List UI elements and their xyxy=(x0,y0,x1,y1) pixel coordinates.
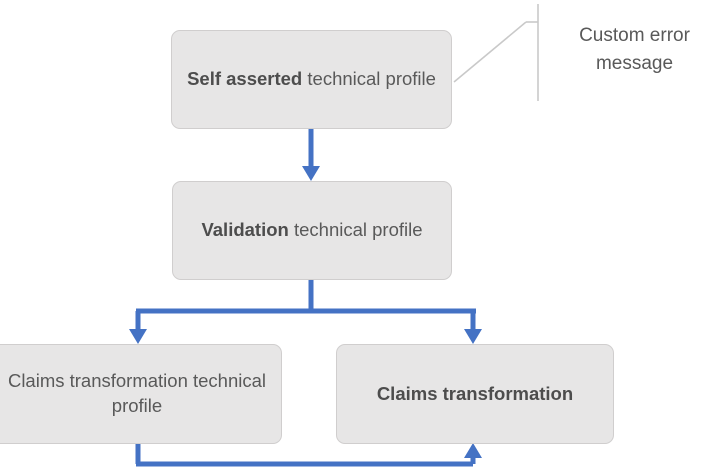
node-validation-technical-profile[interactable]: Validation technical profile xyxy=(172,181,452,280)
callout-line-2: message xyxy=(595,52,674,74)
node-label-rest: technical profile xyxy=(288,219,423,241)
callout-custom-error-message: Custom error message xyxy=(552,22,717,77)
edge-validation-fork xyxy=(129,280,482,344)
node-claims-transformation-technical-profile[interactable]: Claims transformation technical profile xyxy=(0,344,282,444)
node-label: Self asserted technical profile xyxy=(186,67,437,92)
callout-line-1: Custom error xyxy=(579,25,690,46)
node-claims-transformation[interactable]: Claims transformation xyxy=(336,344,614,444)
node-self-asserted-technical-profile[interactable]: Self asserted technical profile xyxy=(171,30,452,129)
edge-bottom-loop xyxy=(135,443,482,467)
node-label-emphasis: Validation xyxy=(201,219,289,241)
node-label: Validation technical profile xyxy=(187,218,437,243)
node-label-emphasis: Self asserted xyxy=(187,68,303,90)
node-label: Claims transformation xyxy=(376,382,574,404)
edge-self-asserted-to-validation xyxy=(302,129,320,181)
callout-leader-lines xyxy=(453,4,539,101)
node-label-rest: technical profile xyxy=(302,68,436,90)
node-label: Claims transformation technical profile xyxy=(7,370,267,416)
